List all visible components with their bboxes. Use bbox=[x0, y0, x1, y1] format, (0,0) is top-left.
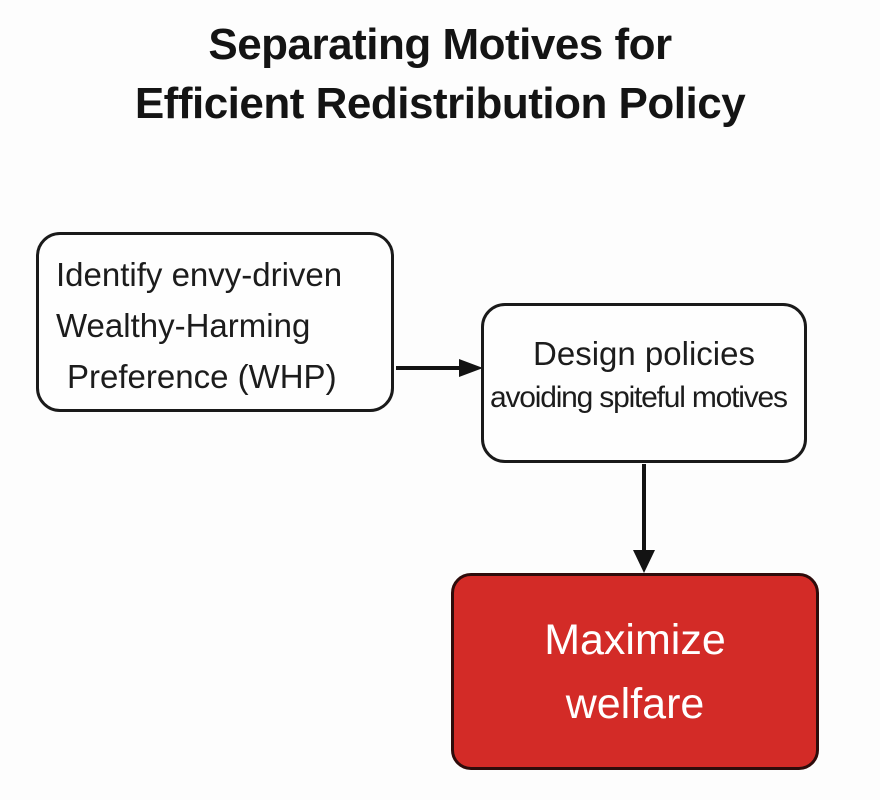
node-identify-whp: Identify envy-driven Wealthy-Harming Pre… bbox=[36, 232, 394, 412]
node-maximize-welfare: Maximize welfare bbox=[451, 573, 819, 770]
node-text-line: Preference (WHP) bbox=[67, 358, 337, 395]
diagram-title: Separating Motives for Efficient Redistr… bbox=[0, 16, 880, 134]
node-text-line: Identify envy-driven bbox=[56, 256, 343, 293]
title-line-2: Efficient Redistribution Policy bbox=[134, 78, 746, 128]
node-text-line: Maximize bbox=[544, 615, 726, 664]
node-design-policies: Design policies avoiding spiteful motive… bbox=[481, 303, 807, 463]
node-text-line: Wealthy-Harming bbox=[56, 307, 311, 344]
arrow-identify-to-design bbox=[396, 359, 483, 377]
node-text-line: Design policies bbox=[533, 335, 755, 372]
title-line-1: Separating Motives for bbox=[208, 20, 672, 69]
arrow-design-to-maximize bbox=[633, 464, 655, 573]
node-text-line: welfare bbox=[565, 679, 705, 728]
node-text-line: avoiding spiteful motives bbox=[490, 381, 788, 414]
